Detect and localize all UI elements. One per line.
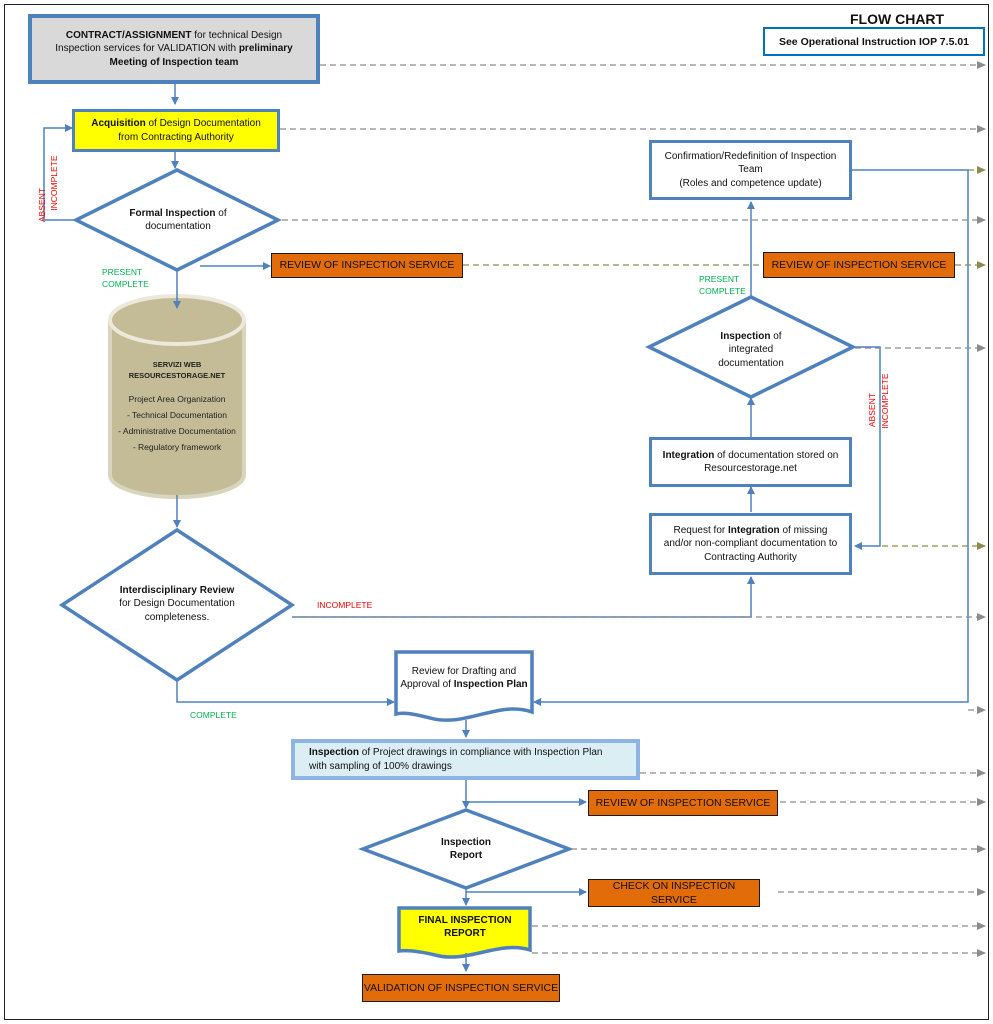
incomplete-review-label: INCOMPLETE xyxy=(317,600,373,610)
validation-box: VALIDATION OF INSPECTION SERVICE xyxy=(362,974,560,1002)
reference-box: See Operational Instruction IOP 7.5.01 xyxy=(763,27,985,56)
complete-bottom-label: COMPLETE xyxy=(190,710,237,720)
integration-box: Integration of documentation stored on R… xyxy=(649,437,852,487)
complete-right-label: COMPLETE xyxy=(699,286,746,296)
final-report-document xyxy=(397,906,532,959)
absent-right-label: ABSENT xyxy=(866,393,877,428)
page-title: FLOW CHART xyxy=(850,11,945,27)
inspection-report-label: Inspection Report xyxy=(440,836,491,862)
request-box: Request for Integration of missing and/o… xyxy=(649,513,852,575)
integrated-inspection-label: Inspection of integrated documentation xyxy=(718,330,784,369)
database-label: SERVIZI WEB RESOURCESTORAGE.NET Project … xyxy=(118,360,236,453)
review-service-box-1: REVIEW OF INSPECTION SERVICE xyxy=(271,253,463,278)
final-report-label: FINAL INSPECTION REPORT xyxy=(418,914,512,940)
absent-label: ABSENT xyxy=(36,188,47,223)
drafting-plan-document xyxy=(394,650,534,722)
contract-box: CONTRACT/ASSIGNMENT for technical Design… xyxy=(28,14,320,84)
inspection-drawings-box: Inspection of Project drawings in compli… xyxy=(291,739,640,780)
database-cylinder xyxy=(108,294,246,499)
complete-label: COMPLETE xyxy=(102,279,149,289)
formal-inspection-label: Formal Inspection of documentation xyxy=(129,207,227,233)
review-service-box-3: REVIEW OF INSPECTION SERVICE xyxy=(588,790,778,816)
confirmation-box: Confirmation/Redefinition of Inspection … xyxy=(649,140,852,200)
incomplete-label: INCOMPLETE xyxy=(48,155,59,211)
drafting-plan-label: Review for Drafting and Approval of Insp… xyxy=(400,665,528,691)
check-service-box: CHECK ON INSPECTION SERVICE xyxy=(588,879,760,907)
acquisition-box: Acquisition of Design Documentation from… xyxy=(72,109,280,152)
review-service-box-2: REVIEW OF INSPECTION SERVICE xyxy=(763,252,955,278)
page-frame xyxy=(4,4,989,1020)
incomplete-right-label: INCOMPLETE xyxy=(879,373,890,429)
interdisciplinary-label: Interdisciplinary Review for Design Docu… xyxy=(119,584,235,623)
present-right-label: PRESENT xyxy=(699,274,740,284)
present-label: PRESENT xyxy=(102,267,143,277)
